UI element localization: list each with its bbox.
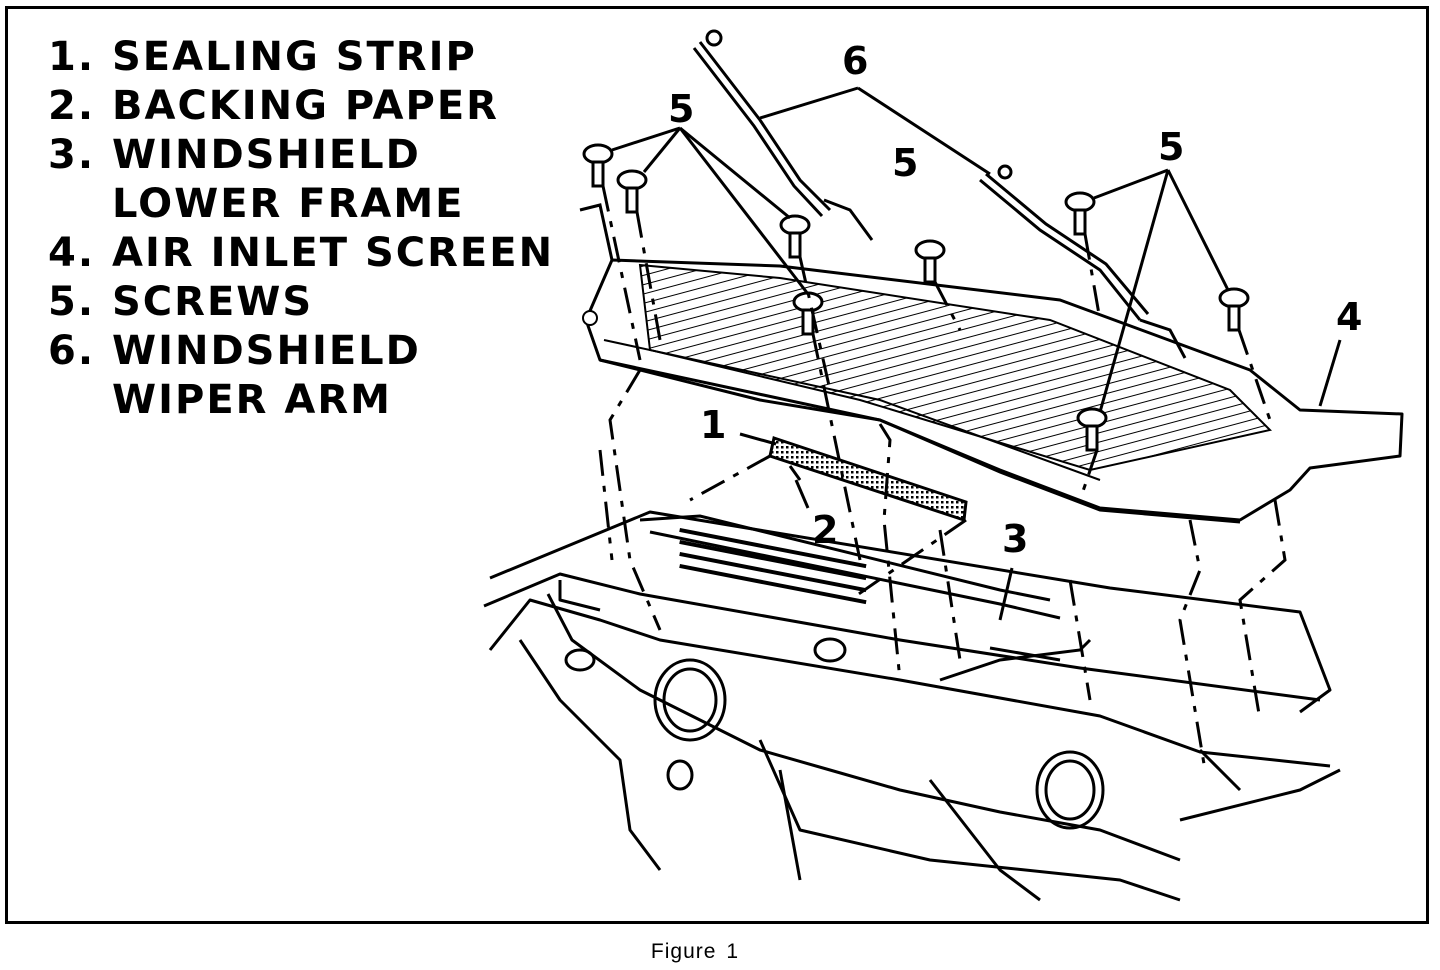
callout-3: 3 bbox=[1002, 517, 1028, 561]
legend-label: BACKING PAPER bbox=[112, 83, 499, 129]
callout-6: 6 bbox=[842, 39, 868, 83]
callout-4: 4 bbox=[1336, 295, 1362, 339]
callout-1: 1 bbox=[700, 403, 726, 447]
exploded-view-drawing: 1 2 3 4 5 5 5 6 bbox=[483, 29, 1404, 902]
cowl-body-structure bbox=[483, 510, 1341, 902]
legend-label: WINDSHIELD bbox=[112, 328, 421, 374]
legend-number: 1. bbox=[48, 34, 96, 80]
legend-item-windshield-wiper-arm-cont: WIPER ARM bbox=[48, 376, 554, 425]
callout-2: 2 bbox=[812, 508, 838, 552]
figure-label: Figure bbox=[650, 940, 717, 963]
legend-number: 3. bbox=[48, 132, 96, 178]
legend-number: 4. bbox=[48, 230, 96, 276]
sealing-strip bbox=[768, 436, 968, 523]
alignment-lines bbox=[598, 185, 1287, 771]
legend-number: 5. bbox=[48, 279, 96, 325]
callout-5-left: 5 bbox=[668, 87, 694, 131]
figure-number: 1 bbox=[726, 940, 740, 963]
windshield-lower-frame bbox=[639, 514, 1092, 682]
speaker-openings bbox=[564, 637, 1105, 830]
callout-5-right: 5 bbox=[1158, 125, 1184, 169]
legend-item-air-inlet-screen: 4. AIR INLET SCREEN bbox=[48, 229, 554, 278]
legend-item-backing-paper: 2. BACKING PAPER bbox=[48, 82, 554, 131]
legend-item-windshield-lower-frame-cont: LOWER FRAME bbox=[48, 180, 554, 229]
legend-label: SEALING STRIP bbox=[112, 34, 477, 80]
parts-legend: 1. SEALING STRIP 2. BACKING PAPER 3. WIN… bbox=[48, 33, 554, 425]
legend-number: 2. bbox=[48, 83, 96, 129]
legend-label: AIR INLET SCREEN bbox=[112, 230, 555, 276]
legend-label: LOWER FRAME bbox=[112, 181, 465, 227]
legend-item-windshield-lower-frame: 3. WINDSHIELD bbox=[48, 131, 554, 180]
callout-5-center: 5 bbox=[892, 141, 918, 185]
screws bbox=[582, 143, 1250, 452]
air-inlet-screen bbox=[579, 203, 1404, 524]
legend-label: WINDSHIELD bbox=[112, 132, 421, 178]
legend-number: 6. bbox=[48, 328, 96, 374]
vent-slots bbox=[679, 528, 867, 605]
callout-labels: 1 2 3 4 5 5 5 6 bbox=[668, 39, 1362, 561]
legend-item-screws: 5. SCREWS bbox=[48, 278, 554, 327]
legend-item-sealing-strip: 1. SEALING STRIP bbox=[48, 33, 554, 82]
legend-label: WIPER ARM bbox=[112, 377, 392, 423]
legend-item-windshield-wiper-arm: 6. WINDSHIELD bbox=[48, 327, 554, 376]
leader-lines bbox=[611, 86, 1342, 621]
legend-label: SCREWS bbox=[112, 279, 314, 325]
figure-caption: Figure 1 bbox=[0, 940, 1390, 964]
windshield-wiper-arm bbox=[692, 29, 1187, 359]
